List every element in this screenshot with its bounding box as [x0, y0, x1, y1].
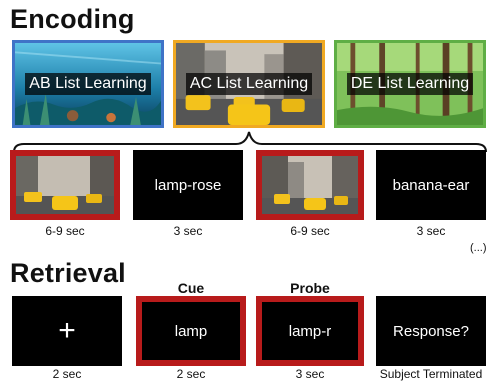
- list-label-de: DE List Learning: [346, 73, 474, 95]
- list-box-ab: AB List Learning: [12, 40, 164, 128]
- fixation-cross: +: [58, 314, 76, 347]
- cue-label: Cue: [177, 280, 205, 296]
- retrieval-trial-3-duration: 3 sec: [295, 367, 325, 381]
- list-box-ac: AC List Learning: [173, 40, 325, 128]
- retrieval-trial-1-duration: 2 sec: [52, 367, 82, 381]
- list-box-de: DE List Learning: [334, 40, 486, 128]
- continuation-ellipsis: (...): [470, 242, 487, 254]
- city-street-scene-image: [16, 156, 114, 214]
- word-pair-text: banana-ear: [392, 176, 470, 194]
- retrieval-trial-2-duration: 2 sec: [176, 367, 206, 381]
- encoding-trial-2-word-pair: lamp-rose: [133, 150, 243, 220]
- cue-word-text: lamp: [174, 322, 208, 340]
- encoding-trial-4-word-pair: banana-ear: [376, 150, 486, 220]
- retrieval-trial-4-duration: Subject Terminated: [379, 367, 483, 381]
- probe-label: Probe: [290, 280, 330, 296]
- curly-brace: [13, 131, 487, 153]
- encoding-trial-2-duration: 3 sec: [173, 224, 203, 238]
- retrieval-trial-cue: lamp: [136, 296, 246, 366]
- word-pair-text: lamp-rose: [154, 176, 222, 194]
- encoding-trial-1-scene: [10, 150, 120, 220]
- retrieval-trial-probe: lamp-r: [256, 296, 364, 366]
- probe-word-text: lamp-r: [288, 322, 332, 340]
- encoding-heading: Encoding: [10, 4, 135, 34]
- encoding-trial-1-duration: 6-9 sec: [45, 224, 85, 238]
- response-prompt-text: Response?: [393, 322, 469, 340]
- retrieval-trial-fixation: +: [12, 296, 122, 366]
- list-label-ac: AC List Learning: [185, 73, 313, 95]
- retrieval-trial-response: Response?: [376, 296, 486, 366]
- encoding-trial-3-duration: 6-9 sec: [290, 224, 330, 238]
- list-label-ab: AB List Learning: [25, 73, 151, 95]
- retrieval-heading: Retrieval: [10, 258, 126, 288]
- encoding-trial-3-scene: [256, 150, 364, 220]
- city-street-scene-image: [262, 156, 358, 214]
- encoding-trial-4-duration: 3 sec: [416, 224, 446, 238]
